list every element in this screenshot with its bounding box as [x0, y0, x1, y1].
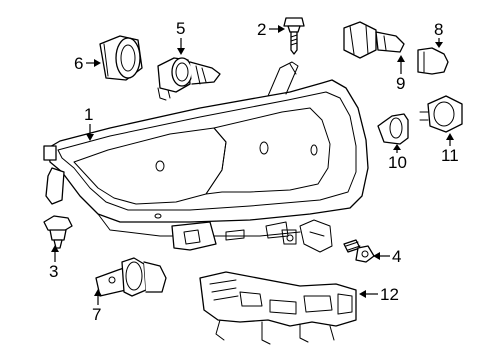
callout-9-label: 9: [396, 74, 405, 93]
bracket-part-12[interactable]: [199, 271, 357, 345]
callout-4-label: 4: [392, 247, 401, 266]
callout-3-label: 3: [49, 262, 58, 281]
callout-6: 6: [74, 54, 101, 73]
headlamp-assembly[interactable]: [43, 61, 369, 253]
callout-9: 9: [396, 55, 405, 93]
bulb-part-10[interactable]: [377, 113, 409, 145]
clip-part-3[interactable]: [43, 215, 73, 249]
socket-part-9[interactable]: [343, 21, 405, 59]
callout-12: 12: [359, 285, 399, 304]
callout-10-label: 10: [388, 153, 407, 172]
callout-10: 10: [388, 144, 407, 172]
bulb-part-5[interactable]: [157, 57, 221, 101]
callout-6-label: 6: [74, 54, 83, 73]
callout-8: 8: [434, 20, 443, 48]
callout-5: 5: [176, 19, 185, 55]
callout-3: 3: [49, 245, 59, 281]
screw-part-4[interactable]: [343, 239, 375, 263]
callout-11-label: 11: [441, 146, 459, 165]
callout-2-label: 2: [257, 20, 266, 39]
callout-2: 2: [257, 20, 285, 39]
callout-7-label: 7: [92, 305, 101, 324]
callout-8-label: 8: [434, 20, 443, 39]
callout-11: 11: [441, 133, 459, 165]
callout-7: 7: [92, 289, 102, 324]
callout-1-label: 1: [84, 105, 93, 124]
callout-5-label: 5: [176, 19, 185, 38]
socket-part-6[interactable]: [99, 35, 143, 81]
socket-part-11[interactable]: [419, 95, 463, 133]
callout-1: 1: [84, 105, 94, 141]
bolt-part-2[interactable]: [283, 17, 305, 55]
callout-12-label: 12: [380, 285, 399, 304]
callout-4: 4: [373, 247, 401, 266]
bulb-part-8[interactable]: [417, 47, 449, 75]
bulb-part-7[interactable]: [95, 257, 167, 297]
